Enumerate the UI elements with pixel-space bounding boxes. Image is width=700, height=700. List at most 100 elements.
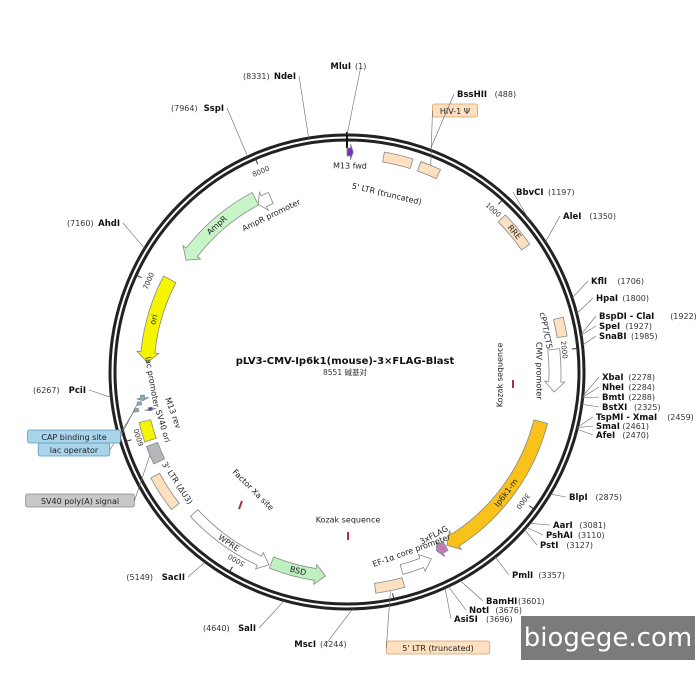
site-afei: AfeI(2470) xyxy=(596,431,649,441)
site-position: (1800) xyxy=(622,294,649,303)
feature-ampr-promoter xyxy=(257,190,274,212)
site-name: BlpI xyxy=(569,493,588,503)
site-position: (2284) xyxy=(628,383,655,392)
site-name: PciI xyxy=(69,386,86,396)
site-name: BmtI xyxy=(602,393,625,403)
site-bmti: BmtI(2288) xyxy=(602,393,655,403)
feature-cmv-promoter xyxy=(543,348,566,393)
feature-rre xyxy=(497,214,531,251)
feature-label: HIV-1 Ψ xyxy=(440,107,470,116)
site-smai: SmaI(2461) xyxy=(596,422,649,432)
site-name: PshAI xyxy=(546,531,573,541)
site-sali: SalI(4640) xyxy=(203,624,256,634)
feature-leader xyxy=(386,590,391,649)
site-name: PstI xyxy=(540,541,558,551)
site-blpi: BlpI(2875) xyxy=(569,493,622,503)
feature-hiv-1 xyxy=(416,161,442,180)
site-name: SacII xyxy=(162,573,185,583)
site-leader xyxy=(494,556,510,576)
feature-ip6k1-m xyxy=(446,419,549,550)
inner-label: Kozak sequence xyxy=(496,343,505,408)
feature-label: M13 fwd xyxy=(333,161,367,170)
site-leader xyxy=(298,75,309,139)
feature-ori xyxy=(136,275,177,363)
feature-lac-promoter xyxy=(136,394,149,401)
site-position: (1985) xyxy=(631,332,658,341)
feature-m13-rev xyxy=(144,406,157,411)
site-name: NotI xyxy=(469,606,489,616)
site-leader xyxy=(550,493,567,498)
site-noti: NotI(3676) xyxy=(469,606,522,616)
site-position: (2278) xyxy=(628,373,655,382)
site-position: (1) xyxy=(355,62,366,71)
site-ndei: NdeI(8331) xyxy=(243,72,296,82)
site-leader xyxy=(580,315,597,335)
site-name: XbaI xyxy=(602,373,624,383)
feature-bsd xyxy=(268,556,326,586)
site-leader xyxy=(325,608,353,645)
feature-label: CMV promoter xyxy=(534,342,543,400)
feature-leader xyxy=(120,403,138,438)
site-position: (3127) xyxy=(566,541,593,550)
site-leader xyxy=(187,561,206,578)
site-leader xyxy=(444,587,452,620)
site-position: (8331) xyxy=(243,72,270,81)
site-position: (3110) xyxy=(578,531,605,540)
inner-label: Factor Xa site xyxy=(231,468,276,513)
site-name: AleI xyxy=(563,212,581,222)
site-position: (1350) xyxy=(589,212,616,221)
site-leader xyxy=(447,586,467,611)
site-msci: MscI(4244) xyxy=(294,640,346,650)
site-leader xyxy=(226,107,249,157)
site-position: (488) xyxy=(495,90,517,99)
site-position: (2459) xyxy=(667,413,694,422)
site-leader xyxy=(581,404,600,408)
scale-tick xyxy=(135,274,142,279)
site-mlui: MluI (1) xyxy=(330,62,366,72)
site-position: (4244) xyxy=(320,640,347,649)
feature-sv40-poly-a-signal xyxy=(145,441,166,465)
site-pshai: PshAI (3110) xyxy=(546,531,605,541)
feature-ef-1-core-promoter xyxy=(399,553,432,575)
site-alei: AleI (1350) xyxy=(563,212,616,222)
site-leader xyxy=(346,65,362,136)
site-bbvci: BbvCI(1197) xyxy=(516,188,575,198)
site-name: SnaBI xyxy=(599,332,627,342)
site-leader xyxy=(429,93,455,151)
site-name: AhdI xyxy=(98,219,120,229)
feature-label: 5' LTR (truncated) xyxy=(351,181,423,206)
site-pmli: PmlI(3357) xyxy=(512,571,565,581)
inner-label: lac promoter xyxy=(143,356,161,409)
scale-tick-label: 8000 xyxy=(251,164,271,178)
feature-3-ltr-u3 xyxy=(150,472,180,511)
site-leader xyxy=(529,522,551,526)
site-sspi: SspI(7964) xyxy=(171,104,224,114)
scale-tick xyxy=(125,439,132,443)
feature-label: lac operator xyxy=(50,446,99,455)
site-name: SspI xyxy=(204,104,224,114)
scale-tick-label: 7000 xyxy=(142,271,157,291)
site-sacii: SacII(5149) xyxy=(126,573,185,583)
feature-ampr xyxy=(182,192,260,261)
site-name: MluI xyxy=(330,62,351,72)
site-name: HpaI xyxy=(596,294,618,304)
feature-cap-binding-site xyxy=(136,401,143,406)
plasmid-title: pLV3-CMV-Ip6k1(mouse)-3×FLAG-Blast xyxy=(236,356,455,367)
site-position: (2325) xyxy=(634,403,661,412)
site-leader xyxy=(582,396,600,399)
site-kfli: KflI(1706) xyxy=(591,277,644,287)
site-position: (3601) xyxy=(518,597,545,606)
site-tspmi-xmai: TspMI - XmaI(2459) xyxy=(596,413,694,423)
site-name: SmaI xyxy=(596,422,620,432)
feature-leader xyxy=(134,455,151,502)
restriction-sites: MluI (1) BssHII(488) BbvCI(1197) AleI (1350) K… xyxy=(33,62,697,650)
site-position: (2288) xyxy=(628,393,655,402)
site-leader xyxy=(582,376,600,397)
site-position: (2461) xyxy=(622,422,649,431)
site-leader xyxy=(523,529,538,546)
site-position: (1927) xyxy=(625,322,652,331)
site-bsshii: BssHII(488) xyxy=(457,90,516,100)
site-name: AarI xyxy=(553,521,573,531)
site-leader xyxy=(576,428,594,436)
inner-marker xyxy=(238,500,243,510)
